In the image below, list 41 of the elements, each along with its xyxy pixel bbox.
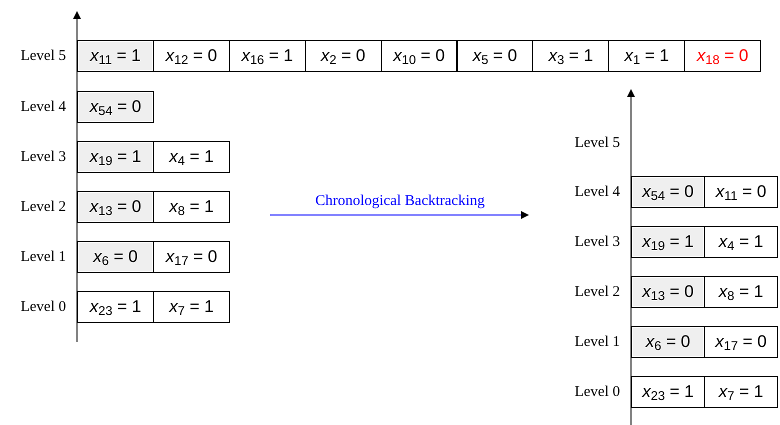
assignment-cell: x$_{13}$ = 0 xyxy=(631,276,705,308)
assignment-cell: x$_{16}$ = 1 xyxy=(228,40,306,72)
assignment-cell: x$_{54}$ = 0 xyxy=(77,91,154,123)
assignment-cell: x$_{8}$ = 1 xyxy=(704,276,778,308)
assignment-cell: x$_{11}$ = 1 xyxy=(77,40,154,72)
assignment-cell: x$_{2}$ = 0 xyxy=(304,40,382,72)
assignment-cell: x$_{4}$ = 1 xyxy=(153,141,230,173)
assignment-cell: x$_{19}$ = 1 xyxy=(77,141,154,173)
arrow-label: Chronological Backtracking xyxy=(315,192,485,211)
assignment-cell: x$_{7}$ = 1 xyxy=(704,376,778,408)
assignment-cell: x$_{23}$ = 1 xyxy=(631,376,705,408)
level-label: Level 3 xyxy=(20,148,66,167)
assignment-cell: x$_{10}$ = 0 xyxy=(380,40,458,72)
level-label: Level 5 xyxy=(574,134,620,153)
level-label: Level 0 xyxy=(20,298,66,317)
level-label: Level 0 xyxy=(574,382,620,402)
assignment-cell: x$_{6}$ = 0 xyxy=(631,326,705,358)
level-label: Level 2 xyxy=(574,282,620,302)
assignment-cell: x$_{8}$ = 1 xyxy=(153,191,230,223)
assignment-cell: x$_{18}$ = 0 xyxy=(684,40,762,72)
level-label: Level 4 xyxy=(574,182,620,202)
assignment-cell: x$_{54}$ = 0 xyxy=(631,176,705,208)
assignment-cell: x$_{1}$ = 1 xyxy=(608,40,686,72)
level-label: Level 3 xyxy=(574,232,620,252)
assignment-cell: x$_{17}$ = 0 xyxy=(704,326,778,358)
level-label: Level 1 xyxy=(574,332,620,352)
assignment-cell: x$_{17}$ = 0 xyxy=(153,241,230,273)
assignment-cell: x$_{23}$ = 1 xyxy=(77,291,154,323)
level-label: Level 5 xyxy=(20,46,66,66)
assignment-cell: x$_{12}$ = 0 xyxy=(152,40,230,72)
assignment-cell: x$_{11}$ = 0 xyxy=(704,176,778,208)
assignment-cell: x$_{3}$ = 1 xyxy=(532,40,610,72)
assignment-cell: x$_{5}$ = 0 xyxy=(456,40,534,72)
assignment-cell: x$_{19}$ = 1 xyxy=(631,226,705,258)
assignment-cell: x$_{4}$ = 1 xyxy=(704,226,778,258)
assignment-cell: x$_{7}$ = 1 xyxy=(153,291,230,323)
level-label: Level 1 xyxy=(20,248,66,267)
assignment-cell: x$_{13}$ = 0 xyxy=(77,191,154,223)
level-label: Level 2 xyxy=(20,198,66,217)
assignment-cell: x$_{6}$ = 0 xyxy=(77,241,154,273)
level-label: Level 4 xyxy=(20,98,66,117)
